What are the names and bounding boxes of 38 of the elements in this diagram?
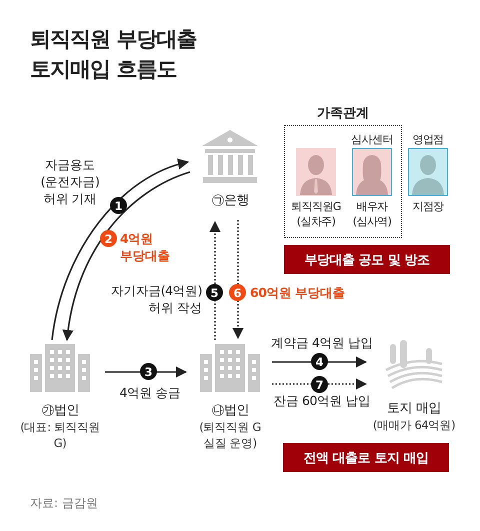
arrow: [232, 220, 244, 340]
person-label: 퇴직직원G (실차주): [290, 199, 342, 229]
edge-label: 4억원 송금: [118, 384, 182, 401]
edge-label: 잔금 60억원 납입: [272, 392, 372, 409]
node-name: ㉯법인: [210, 402, 250, 419]
role-label: 심사센터: [350, 132, 394, 148]
edge-label: 자기자금(4억원) 허위 작성: [110, 282, 202, 316]
highlight-banner: 부당대출 공모 및 방조: [284, 245, 450, 274]
arrow: [51, 159, 190, 340]
edge-label: 4억원 부당대출: [120, 230, 171, 264]
node-note: (매매가 64억원): [372, 417, 456, 433]
highlight-banner: 전액 대출로 토지 매입: [283, 443, 449, 472]
node-note: (대표: 퇴직직원 G): [19, 419, 101, 451]
step-number: 6: [229, 284, 246, 301]
group-heading: 가족관계: [316, 105, 370, 123]
step-number: 3: [140, 363, 157, 380]
arrow: [272, 378, 368, 390]
source-note: 자료: 금감원: [30, 495, 98, 512]
arrow: [105, 366, 188, 378]
arrow: [272, 356, 368, 368]
edge-label: 자금용도 (운전자금) 허위 기재: [40, 156, 100, 207]
title: 퇴직직원 부당대출 토지매입 흐름도: [30, 26, 198, 83]
person-label: 지점장: [411, 199, 445, 215]
step-number: 1: [110, 197, 127, 214]
node-note: (퇴직직원 G 실질 운영): [198, 419, 262, 451]
step-number: 2: [100, 230, 117, 247]
step-number: 5: [206, 284, 223, 301]
arrow: [209, 220, 221, 340]
edge-label: 60억원 부당대출: [250, 284, 346, 301]
arrow: [62, 171, 190, 342]
person-label: 배우자 (심사역): [352, 199, 392, 229]
step-number: 4: [311, 353, 328, 370]
node-name: ㉮법인: [40, 402, 80, 419]
edge-label: 계약금 4억원 납입: [270, 334, 374, 351]
node-name: 토지 매입: [386, 400, 442, 417]
role-label: 영업점: [411, 132, 445, 148]
step-number: 7: [311, 376, 328, 393]
node-name: ㉠은행: [210, 192, 250, 209]
